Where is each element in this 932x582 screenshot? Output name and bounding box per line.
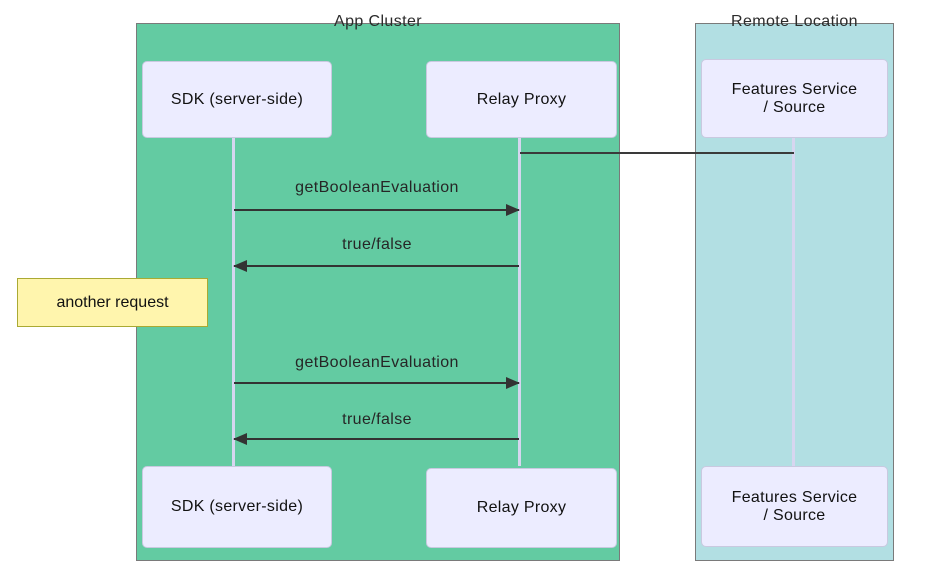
participant-label: Relay Proxy: [476, 499, 567, 516]
app-cluster-label: App Cluster: [334, 13, 422, 30]
arrowhead-right-icon: [506, 204, 520, 216]
participant-label: SDK (server-side): [170, 90, 304, 108]
participant-relay-proxy-bottom: Relay Proxy: [426, 468, 617, 548]
arrowhead-left-icon: [233, 260, 247, 272]
note-another-request: another request: [17, 278, 208, 327]
message-3-label: getBooleanEvaluation: [295, 354, 459, 371]
sdk-lifeline: [232, 138, 235, 466]
participant-sdk-top: SDK (server-side): [142, 61, 332, 138]
message-4-label: true/false: [342, 411, 412, 428]
features-service-lifeline: [792, 138, 795, 466]
relay-to-features-link-line: [520, 152, 794, 154]
arrowhead-left-icon: [233, 433, 247, 445]
participant-features-service-bottom: Features Service / Source: [701, 466, 888, 547]
arrowhead-right-icon: [506, 377, 520, 389]
participant-label-line2: / Source: [763, 506, 826, 524]
message-4-arrow: [233, 433, 519, 445]
remote-location-label: Remote Location: [731, 13, 858, 30]
note-label: another request: [56, 293, 169, 311]
message-1-label: getBooleanEvaluation: [295, 179, 459, 196]
participant-features-service-top: Features Service / Source: [701, 59, 888, 138]
message-3-arrow: [234, 377, 520, 389]
participant-label-line1: Features Service: [731, 80, 858, 98]
participant-label: SDK (server-side): [170, 498, 304, 515]
participant-label-line2: / Source: [763, 98, 826, 116]
participant-label-line1: Features Service: [731, 488, 858, 506]
participant-label: Relay Proxy: [476, 90, 567, 108]
participant-relay-proxy-top: Relay Proxy: [426, 61, 617, 138]
relay-proxy-lifeline: [518, 138, 521, 466]
message-1-arrow: [234, 204, 520, 216]
message-2-label: true/false: [342, 236, 412, 253]
message-2-arrow: [233, 260, 519, 272]
participant-sdk-bottom: SDK (server-side): [142, 466, 332, 548]
